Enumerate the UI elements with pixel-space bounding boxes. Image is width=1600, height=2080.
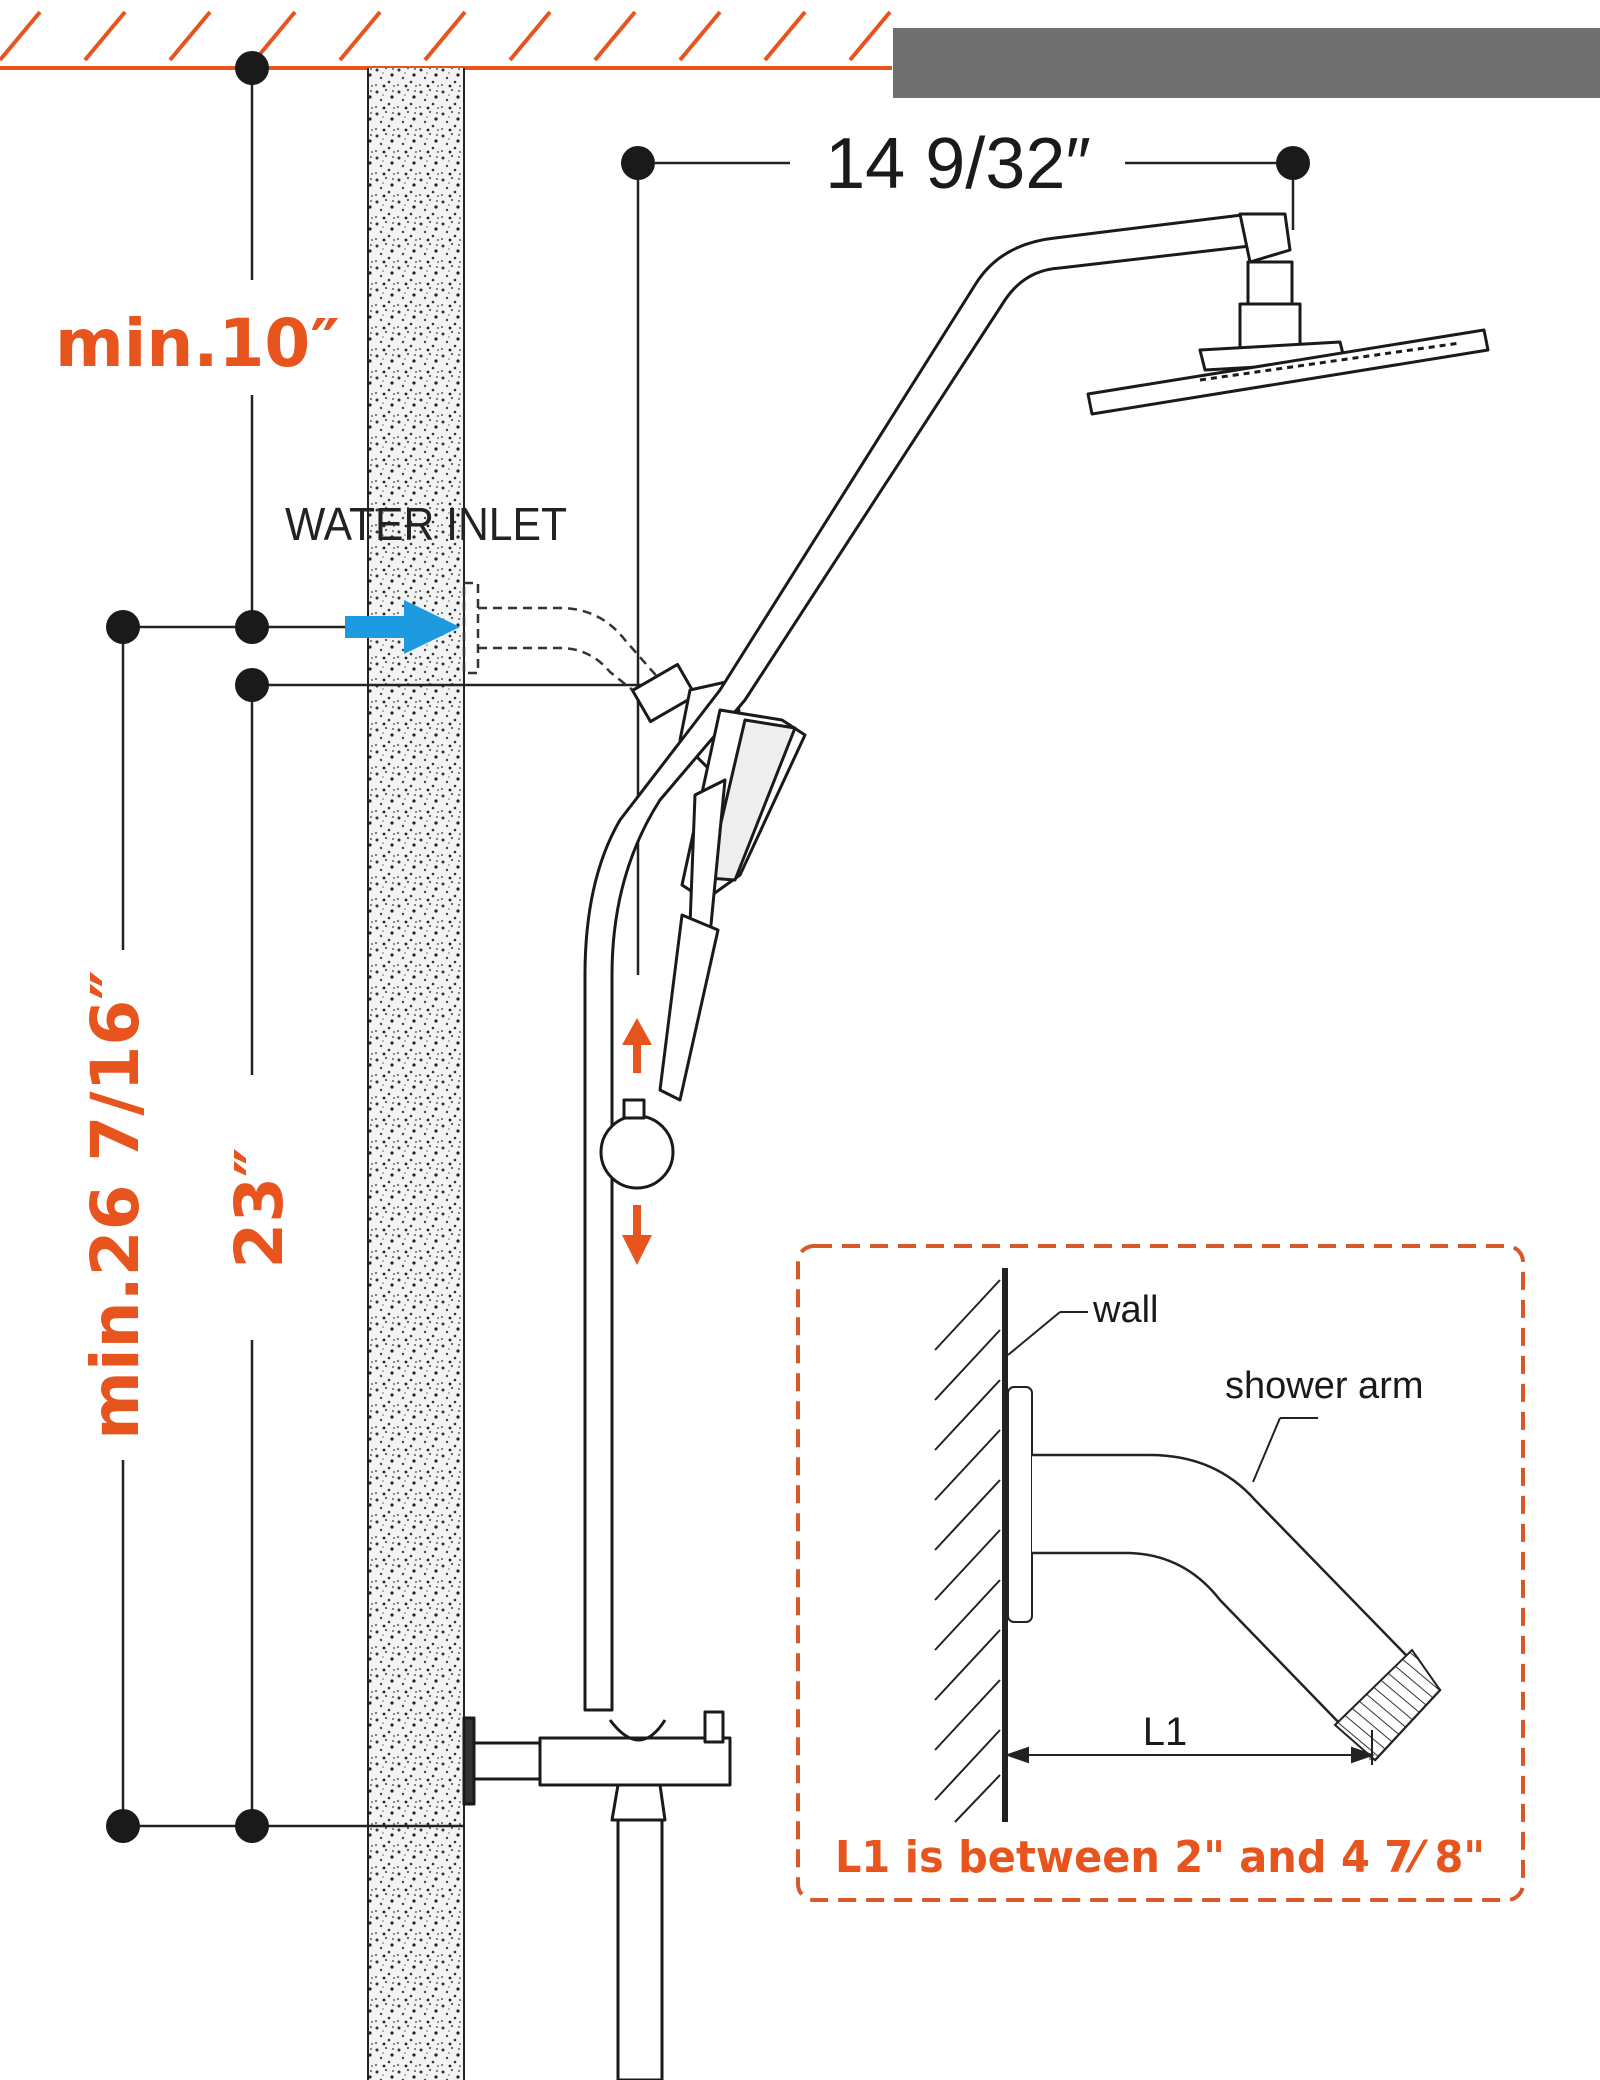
bar-length-label: 23″ (221, 1147, 298, 1268)
inset-wall-label: wall (1092, 1289, 1158, 1331)
inset-arm-label: shower arm (1225, 1365, 1424, 1407)
inset-length-label: L1 (1143, 1710, 1188, 1754)
rain-shower-head (1086, 260, 1490, 416)
arm-length-label: 14 9/32″ (825, 124, 1091, 204)
ceiling (0, 10, 1600, 98)
water-inlet-label: WATER INLET (285, 498, 567, 550)
inset-wall (934, 1268, 1008, 1823)
min-ceiling-label: min.10″ (55, 305, 340, 382)
dimension-lines (121, 68, 660, 1828)
ceiling-panel (893, 28, 1600, 98)
water-outlet-connector (630, 662, 698, 724)
wall (367, 68, 465, 2080)
min-height-label: min.26 7/16″ (77, 970, 154, 1440)
handheld-shower-head (658, 708, 807, 1102)
slide-up-icon (622, 1018, 652, 1073)
inset-length-dimension (1004, 1746, 1376, 1764)
inset-detail: wall shower arm L1 L1 is between 2" and … (796, 1244, 1525, 1902)
water-flow-icon (345, 600, 460, 654)
dimension-points (106, 51, 1310, 1843)
inset-caption: L1 is between 2" and 4 7⁄ 8" (835, 1832, 1485, 1883)
arm-joint (1238, 212, 1292, 264)
slide-knob (599, 1114, 675, 1190)
hidden-inlet-pipe (462, 581, 661, 701)
hose (616, 1818, 664, 2080)
slide-down-icon (622, 1205, 652, 1265)
shower-system (462, 212, 1490, 2080)
bottom-diverter (538, 1736, 732, 1787)
inset-flange (1007, 1386, 1033, 1623)
